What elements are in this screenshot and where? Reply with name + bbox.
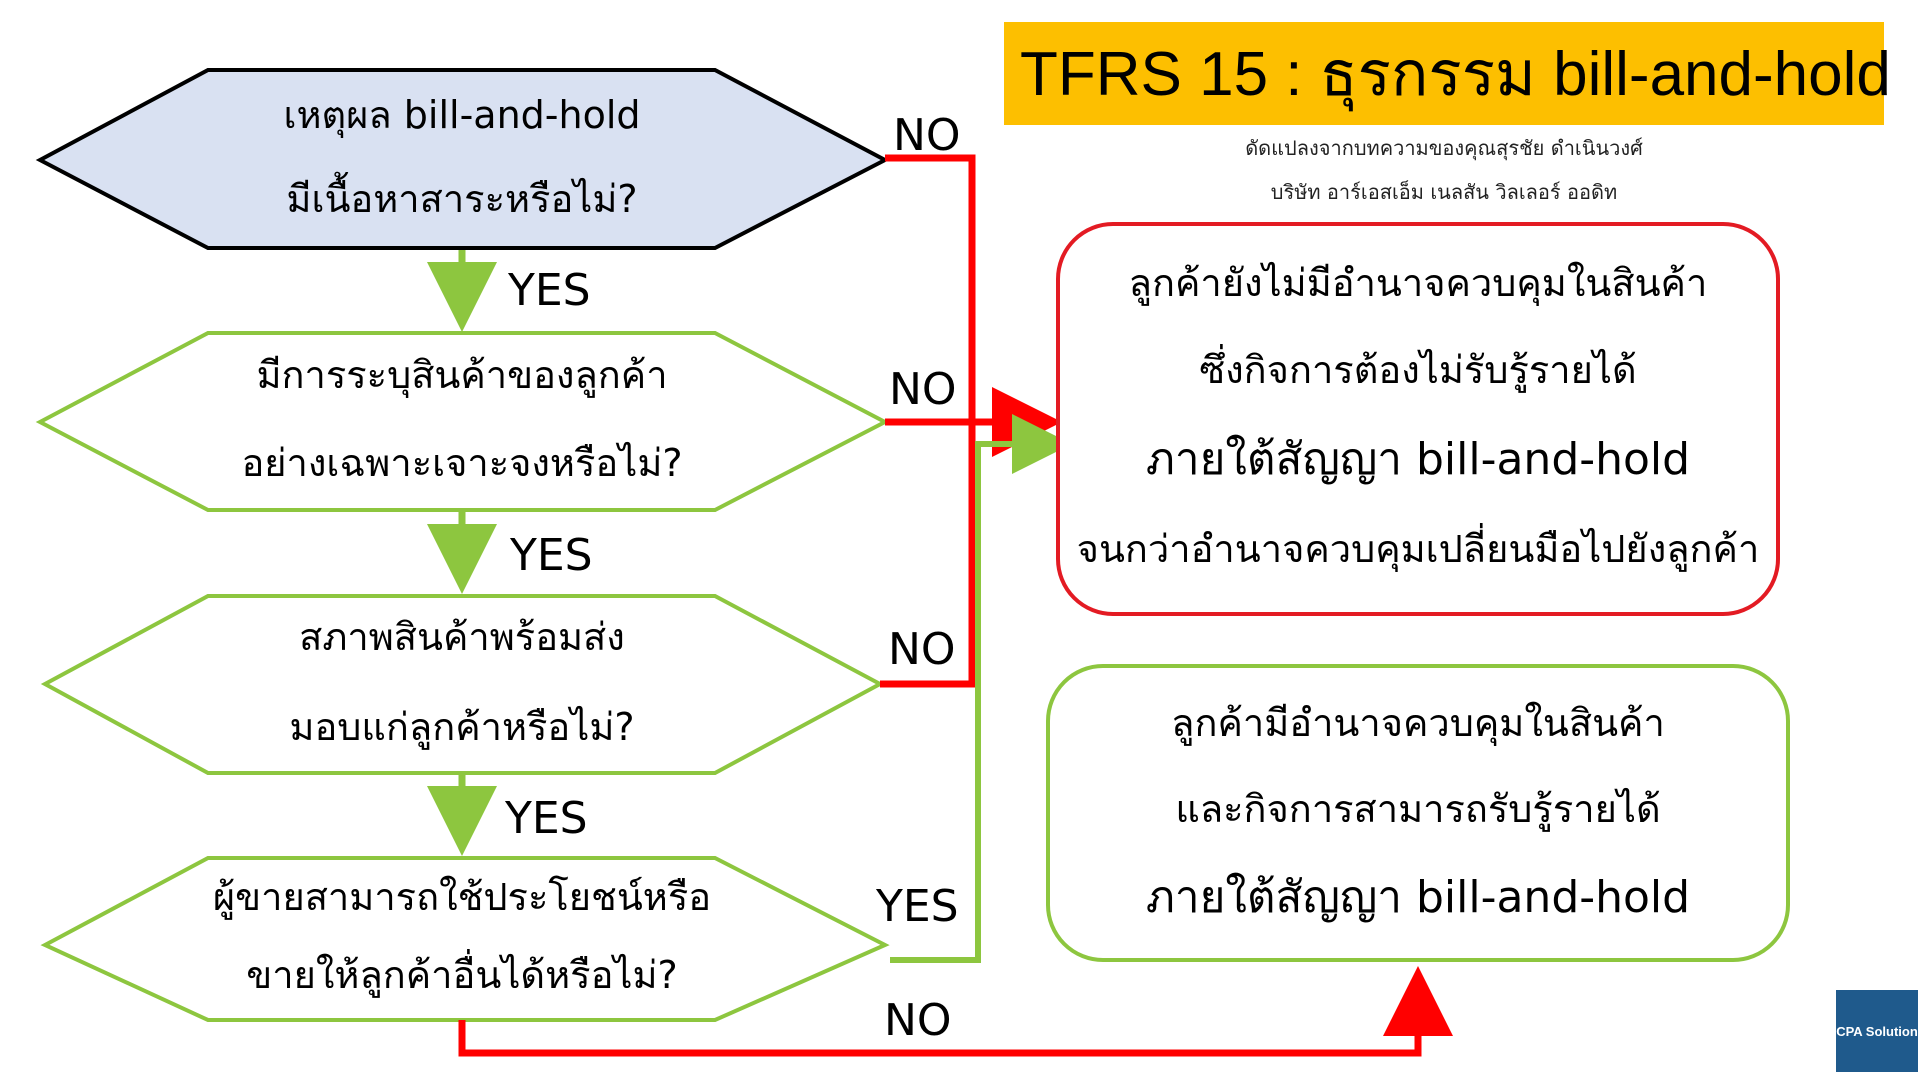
attribution-line-2: บริษัท อาร์เอสเอ็ม เนลสัน วิลเลอร์ ออดิท	[1270, 180, 1618, 204]
no-connector-4	[458, 966, 1453, 1057]
outcome-control-line2: และกิจการสามารถรับรู้รายได้	[1175, 787, 1660, 832]
no-label-1: NO	[893, 110, 961, 161]
attribution-line-1: ดัดแปลงจากบทความของคุณสุรชัย ดำเนินวงศ์	[1245, 136, 1643, 160]
outcome-no-control-box	[1056, 222, 1780, 616]
outcome-no-control-line4: จนกว่าอำนาจควบคุมเปลี่ยนมือไปยังลูกค้า	[1077, 523, 1760, 572]
decision-4-shape	[40, 856, 890, 1022]
outcome-no-control-line3: ภายใต้สัญญา bill-and-hold	[1146, 434, 1690, 485]
outcome-no-control-line2: ซึ่งกิจการต้องไม่รับรู้รายได้	[1199, 344, 1636, 393]
page-title: TFRS 15 : ธุรกรรม bill-and-hold	[1020, 39, 1891, 109]
decision-2-line2: อย่างเฉพาะเจาะจงหรือไม่?	[241, 441, 682, 485]
outcome-control-box	[1046, 664, 1790, 962]
outcome-control-line1: ลูกค้ามีอำนาจควบคุมในสินค้า	[1171, 701, 1665, 746]
no-label-4: NO	[884, 995, 952, 1046]
no-connector-1	[885, 154, 976, 424]
yes-label-3: YES	[504, 793, 588, 844]
yes-label-4: YES	[875, 881, 959, 932]
decision-1-line2: มีเนื้อหาสาระหรือไม่?	[286, 171, 637, 221]
decision-3-line1: สภาพสินค้าพร้อมส่ง	[299, 615, 625, 659]
title-banner: TFRS 15 : ธุรกรรม bill-and-hold	[1004, 22, 1891, 125]
no-label-2: NO	[889, 364, 957, 415]
outcome-control-line3: ภายใต้สัญญา bill-and-hold	[1146, 872, 1690, 923]
yes-label-1: YES	[507, 265, 591, 316]
decision-2-line1: มีการระบุสินค้าของลูกค้า	[256, 353, 667, 398]
no-label-3: NO	[888, 624, 956, 675]
yes-label-2: YES	[509, 530, 593, 581]
outcome-no-control-line1: ลูกค้ายังไม่มีอำนาจควบคุมในสินค้า	[1129, 261, 1708, 306]
decision-4-line2: ขายให้ลูกค้าอื่นได้หรือไม่?	[246, 949, 677, 998]
no-connector-3	[880, 424, 976, 688]
decision-3-line2: มอบแก่ลูกค้าหรือไม่?	[289, 705, 634, 750]
logo-text: CPA Solution	[1836, 1023, 1918, 1039]
cpa-solution-logo: CPA Solution	[1836, 990, 1918, 1072]
decision-4-line1: ผู้ขายสามารถใช้ประโยชน์หรือ	[213, 875, 711, 920]
yes-connector-4	[890, 414, 1072, 963]
decision-1-line1: เหตุผล bill-and-hold	[283, 93, 640, 138]
